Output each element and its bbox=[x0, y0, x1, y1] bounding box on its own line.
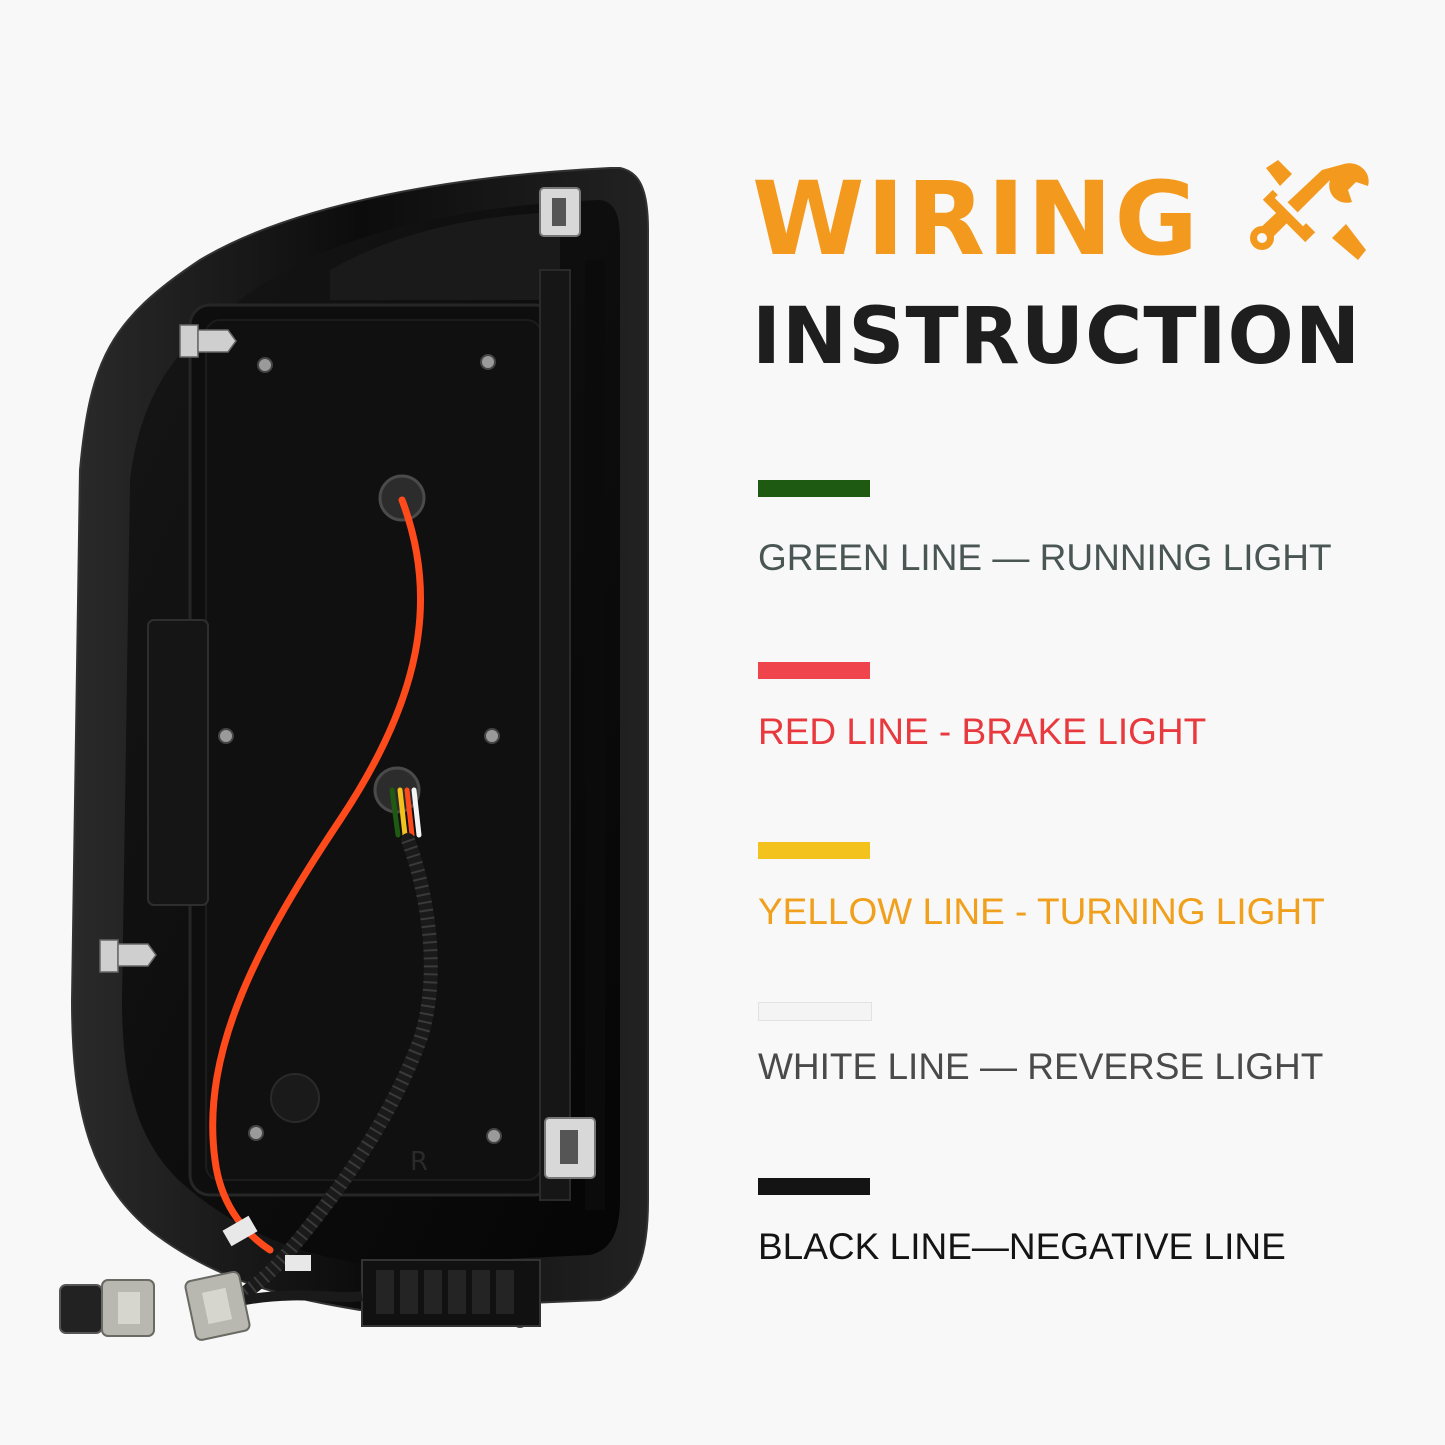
red-line-swatch bbox=[758, 662, 870, 679]
tail-light-illustration: R bbox=[59, 167, 649, 1341]
black-line-label: BLACK LINE—NEGATIVE LINE bbox=[758, 1226, 1286, 1267]
clip-brackets bbox=[539, 187, 596, 1179]
page-title-line2: INSTRUCTION bbox=[752, 292, 1362, 382]
pigtail-connectors bbox=[59, 1270, 251, 1341]
red-line-label: RED LINE - BRAKE LIGHT bbox=[758, 711, 1207, 752]
tail-light-image: R bbox=[0, 0, 720, 1445]
connector-block bbox=[361, 1259, 541, 1327]
corrugated-loom bbox=[228, 833, 438, 1307]
yellow-line-label: YELLOW LINE - TURNING LIGHT bbox=[758, 891, 1325, 932]
green-line-label: GREEN LINE — RUNNING LIGHT bbox=[758, 537, 1332, 578]
yellow-line-swatch bbox=[758, 842, 870, 859]
red-wire bbox=[209, 496, 425, 1254]
white-line-swatch bbox=[758, 1002, 872, 1021]
green-line-swatch bbox=[758, 480, 870, 497]
wire-bundle bbox=[389, 787, 422, 838]
black-line-swatch bbox=[758, 1178, 870, 1195]
wrench-screwdriver-icon bbox=[1248, 150, 1378, 270]
mounting-tab bbox=[147, 619, 209, 906]
white-line-label: WHITE LINE — REVERSE LIGHT bbox=[758, 1046, 1324, 1087]
housing-mark: R bbox=[410, 1147, 428, 1177]
mounting-studs bbox=[99, 324, 237, 973]
page-title-line1: WIRING bbox=[752, 160, 1201, 279]
